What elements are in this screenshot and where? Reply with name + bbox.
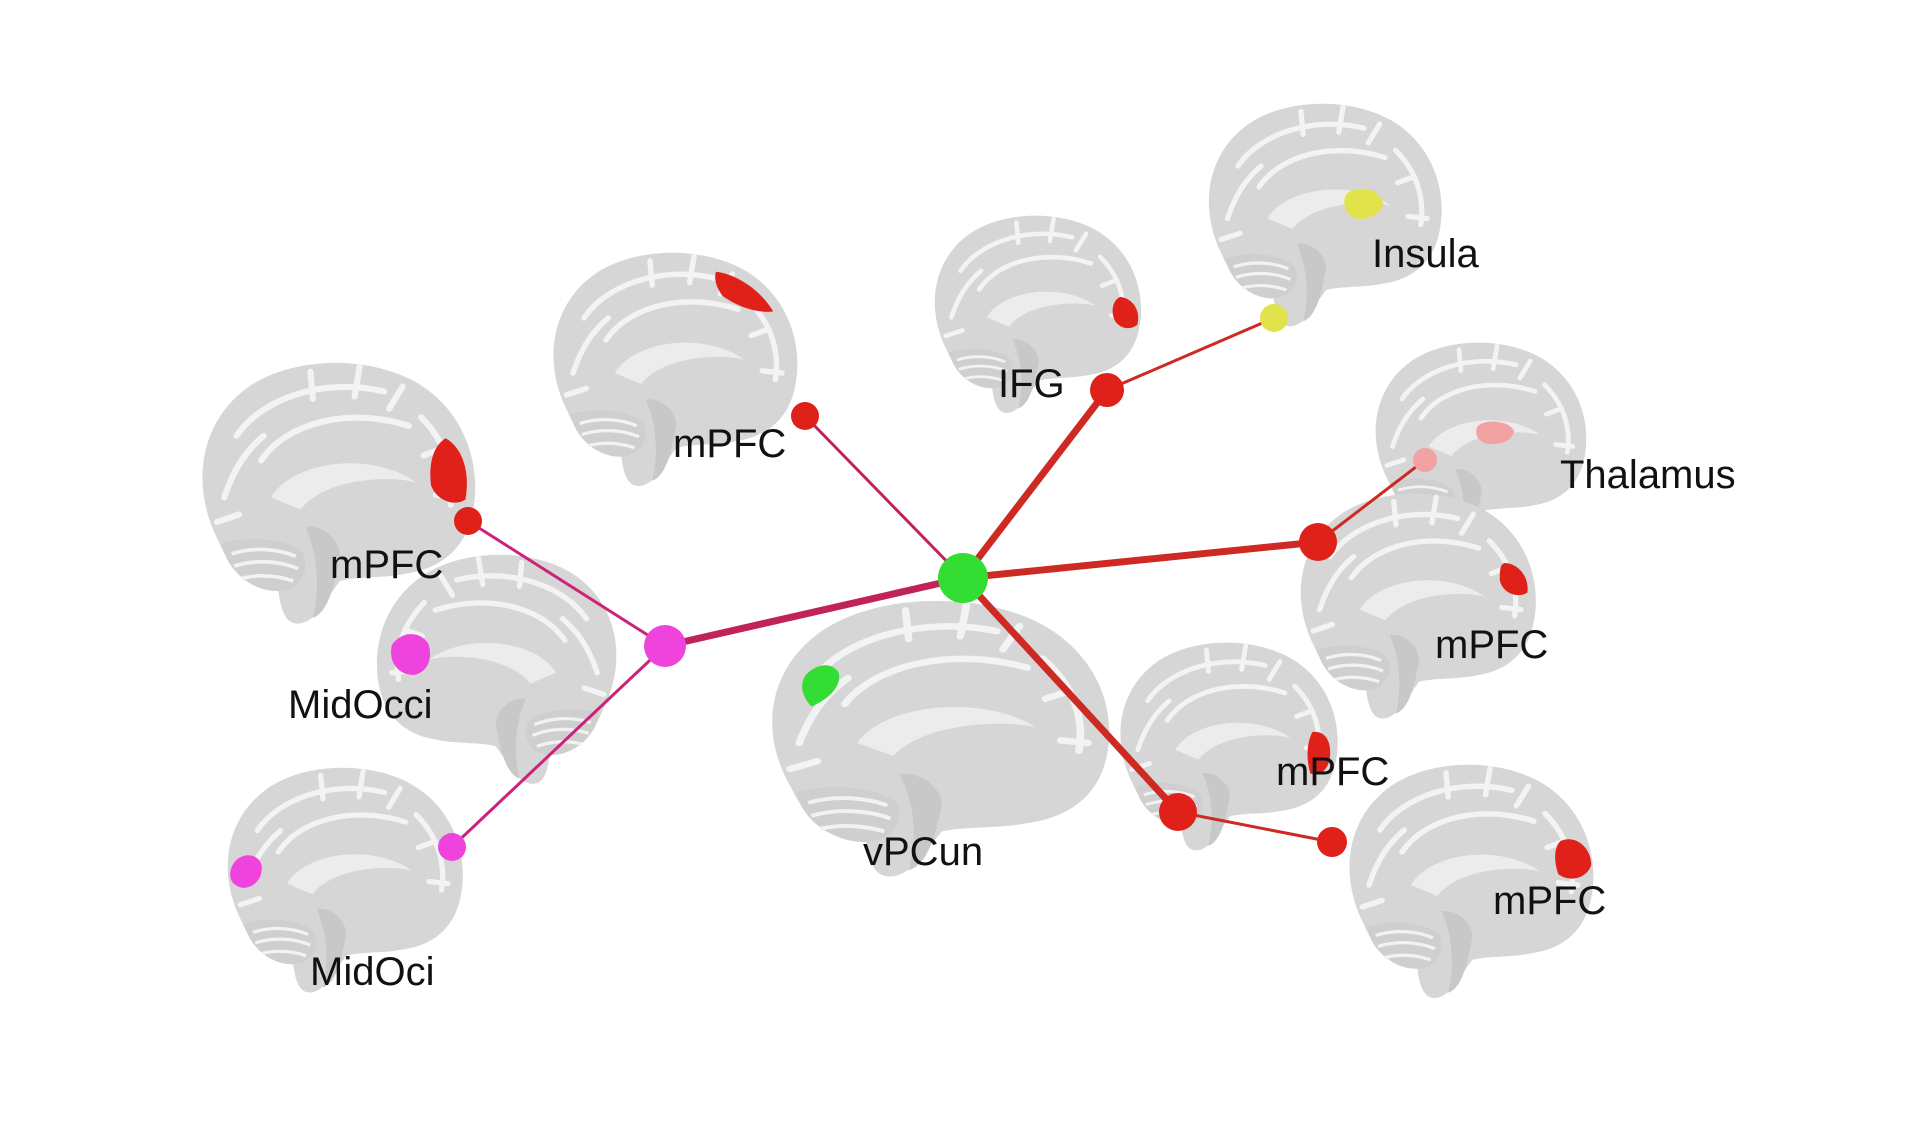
brain-mpfc-lower (1120, 643, 1337, 851)
brain-mpfc-top (553, 253, 797, 486)
node-ifg[interactable] (1090, 373, 1124, 407)
edge-mpfc-right-thalamus (1316, 458, 1427, 544)
region-highlight (1476, 421, 1515, 445)
region-highlight (1112, 296, 1139, 329)
node-mpfc-right[interactable] (1299, 523, 1337, 561)
region-highlight (1344, 188, 1383, 219)
node-vpcun-hub[interactable] (938, 553, 988, 603)
edge-ifg-insula (1105, 316, 1276, 392)
node-thalamus[interactable] (1413, 448, 1437, 472)
label-mpfc-right: mPFC (1435, 623, 1548, 667)
region-highlight (391, 634, 431, 675)
region-highlight (1555, 839, 1592, 879)
brain-insula (1209, 104, 1442, 327)
region-highlight (430, 438, 467, 503)
edge-hub-ifg (959, 386, 1111, 582)
node-mpfc-lower[interactable] (1159, 793, 1197, 831)
node-insula[interactable] (1260, 304, 1288, 332)
brain-thalamus (1376, 343, 1587, 544)
network-nodes (438, 304, 1437, 861)
network-edges (450, 316, 1427, 849)
label-mpfc-lower: mPFC (1276, 750, 1389, 794)
region-labels: vPCun mPFC mPFC MidOcci MidOci IFG Insul… (288, 232, 1736, 994)
edge-hub-midocci (661, 574, 967, 650)
edge-hub-mpfc-top (803, 414, 965, 580)
label-mpfc-left: mPFC (330, 543, 443, 587)
label-mpfc-top: mPFC (673, 422, 786, 466)
edge-midocci-midoci (450, 644, 667, 849)
label-insula: Insula (1372, 232, 1479, 276)
node-mpfc-left[interactable] (454, 507, 482, 535)
region-highlight (802, 665, 840, 707)
node-midoci[interactable] (438, 833, 466, 861)
edge-hub-mpfc-right (959, 538, 1322, 582)
edge-mpfc-lower-mpfc-bottom (1176, 810, 1334, 844)
label-ifg: IFG (998, 362, 1065, 406)
brain-mpfc-bottom (1349, 765, 1593, 998)
label-midoci: MidOci (310, 950, 434, 994)
brain-midocci (377, 555, 616, 784)
region-highlight (1307, 731, 1331, 775)
label-thalamus: Thalamus (1560, 453, 1736, 497)
region-highlight (230, 855, 262, 888)
region-highlight (1499, 562, 1528, 596)
node-mpfc-top[interactable] (791, 402, 819, 430)
brain-vpcun (772, 601, 1109, 877)
brain-midoci (228, 768, 463, 993)
label-vpcun: vPCun (863, 830, 983, 874)
brain-mpfc-right (1301, 494, 1536, 719)
edge-hub-mpfc-lower (959, 574, 1182, 816)
label-mpfc-bottom: mPFC (1493, 879, 1606, 923)
brain-mpfc-left (202, 363, 475, 624)
region-highlight (715, 271, 774, 312)
node-midocci[interactable] (644, 625, 686, 667)
edge-midocci-mpfc-left (466, 519, 667, 648)
node-mpfc-bottom[interactable] (1317, 827, 1347, 857)
label-midocci: MidOcci (288, 683, 432, 727)
brain-ifg (935, 216, 1141, 413)
